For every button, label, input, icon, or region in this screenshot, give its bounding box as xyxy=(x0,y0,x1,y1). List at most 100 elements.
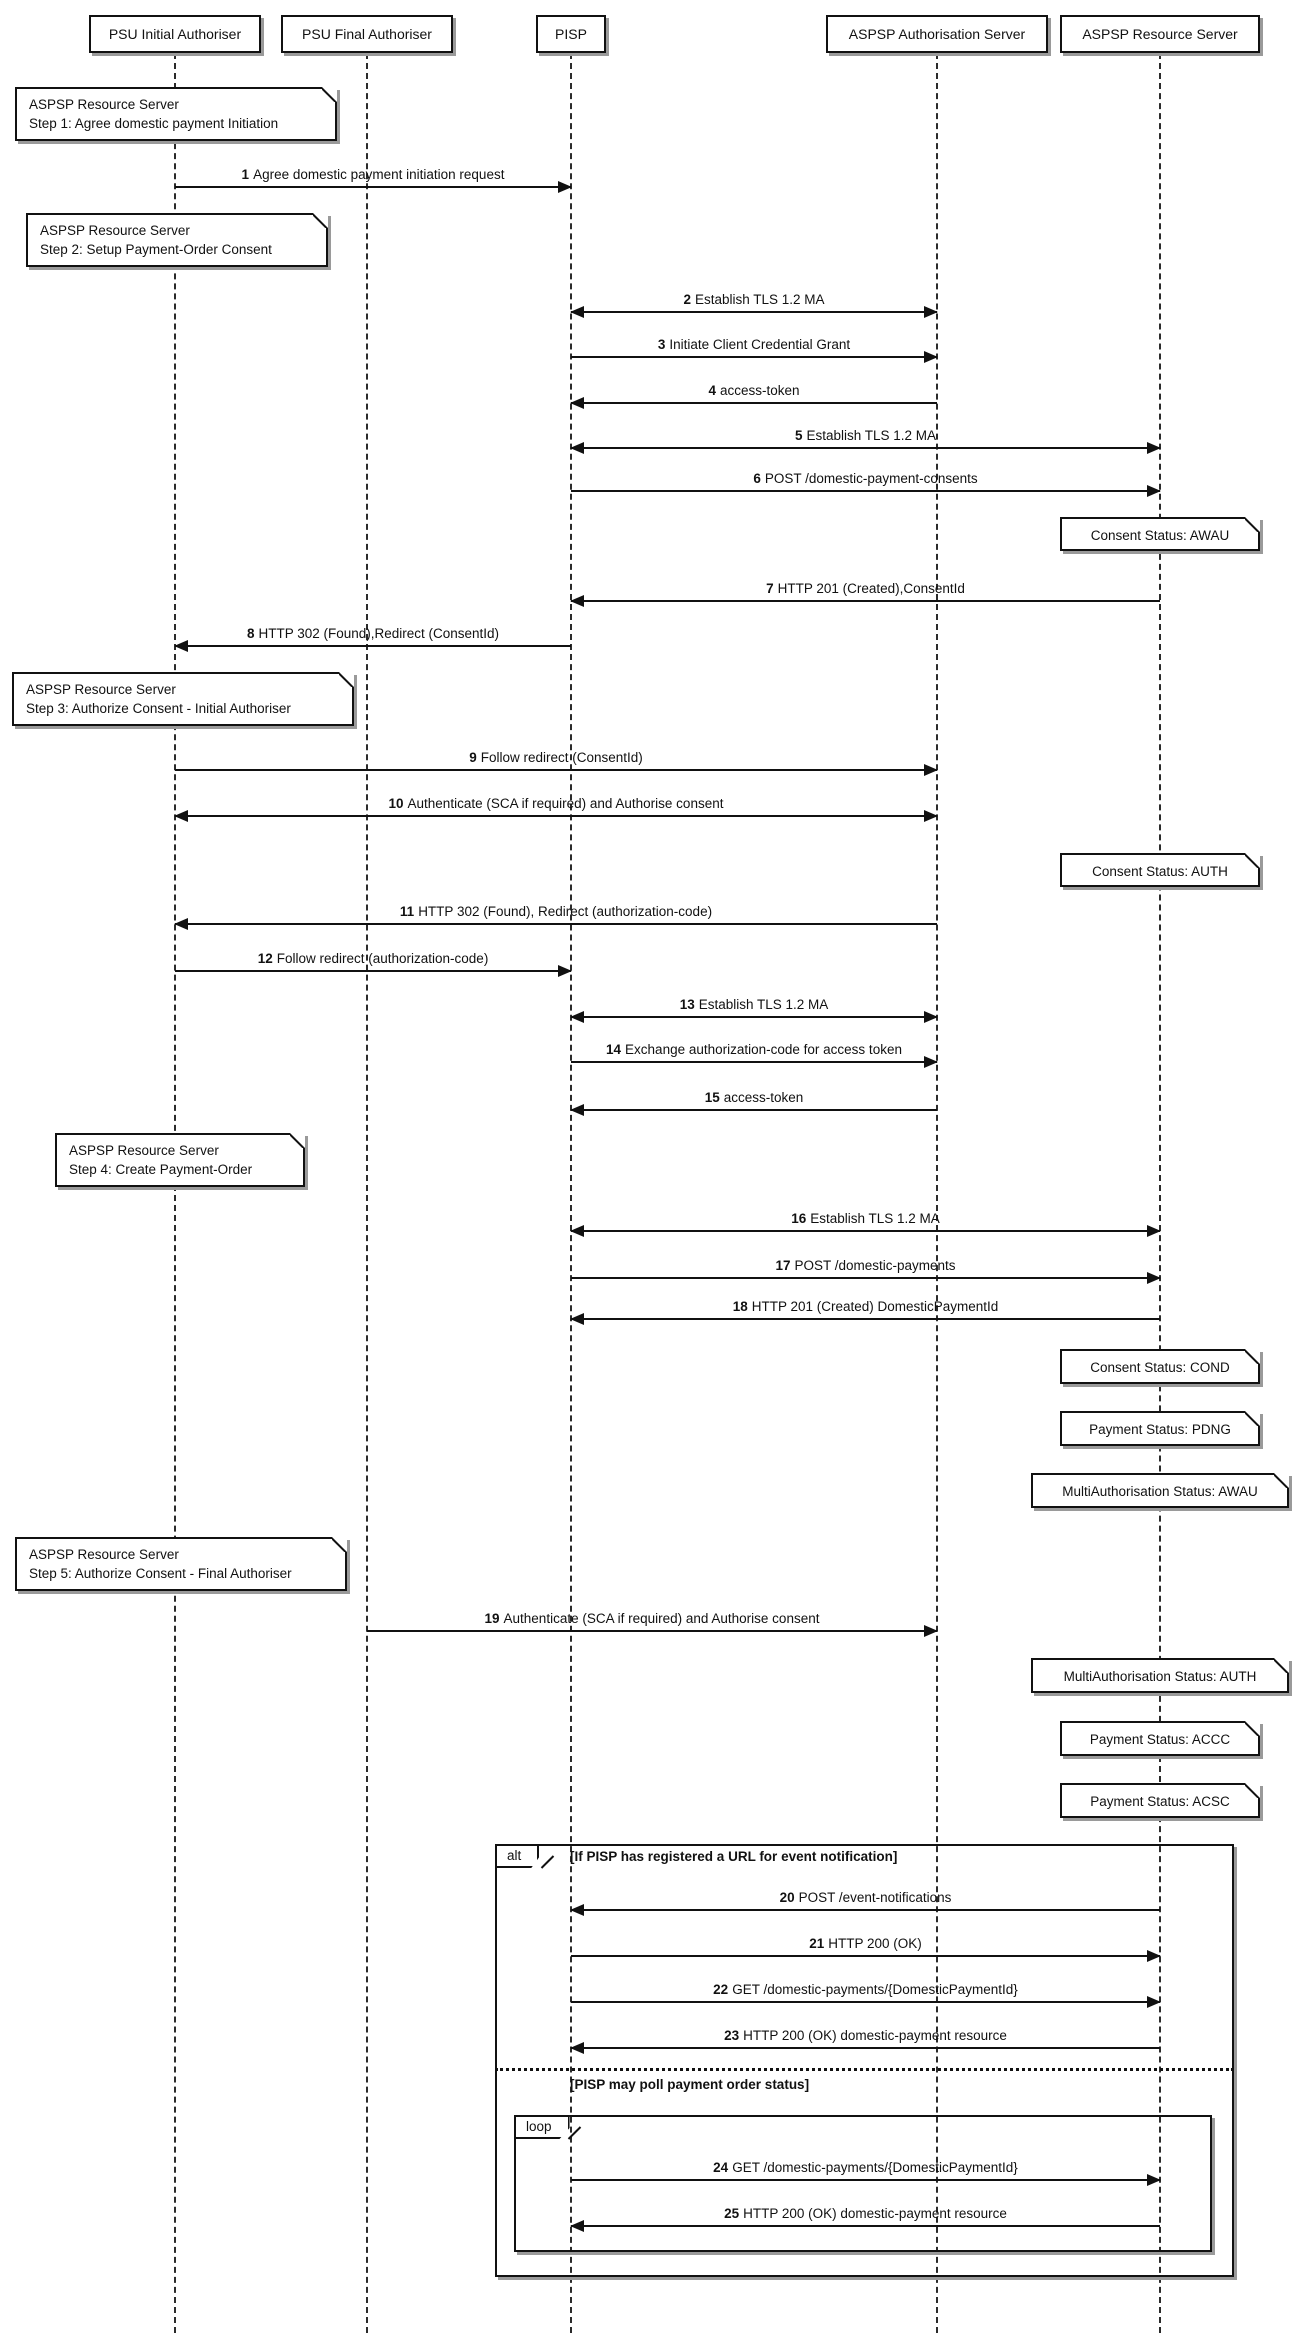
arrow-right-icon xyxy=(571,351,938,363)
note-payment-status-pdng: Payment Status: PDNG xyxy=(1060,1411,1260,1446)
note-fold-icon xyxy=(332,1537,347,1552)
note-step-2: ASPSP Resource Server Step 2: Setup Paym… xyxy=(26,213,328,267)
participant-aspsp-resource-server: ASPSP Resource Server xyxy=(1060,15,1260,53)
status-note-label: Consent Status: AWAU xyxy=(1090,528,1230,543)
alt-guard-2: [PISP may poll payment order status] xyxy=(570,2077,810,2092)
lifeline-psu-final-authoriser xyxy=(366,53,368,2333)
loop-frame-label-corner xyxy=(567,2126,582,2140)
arrow-right-icon xyxy=(571,485,1161,497)
alt-divider xyxy=(495,2068,1234,2071)
note-line2: Step 2: Setup Payment-Order Consent xyxy=(40,242,272,257)
arrow-left-icon xyxy=(570,2220,1160,2232)
participant-label: ASPSP Authorisation Server xyxy=(848,26,1026,42)
note-fold-icon xyxy=(1274,1473,1289,1488)
note-step-4: ASPSP Resource Server Step 4: Create Pay… xyxy=(55,1133,305,1187)
note-fold-icon xyxy=(290,1133,305,1148)
arrow-left-icon xyxy=(570,1104,937,1116)
note-line1: ASPSP Resource Server xyxy=(40,223,190,238)
arrow-both-icon xyxy=(570,1225,1161,1237)
note-step-1: ASPSP Resource Server Step 1: Agree dome… xyxy=(15,87,337,141)
note-consent-status-auth: Consent Status: AUTH xyxy=(1060,853,1260,887)
status-note-label: MultiAuthorisation Status: AWAU xyxy=(1062,1484,1258,1499)
arrow-both-icon xyxy=(570,306,938,318)
note-fold-icon xyxy=(313,213,328,228)
note-line1: ASPSP Resource Server xyxy=(69,1143,219,1158)
note-payment-status-acsc: Payment Status: ACSC xyxy=(1060,1783,1260,1818)
arrow-right-icon xyxy=(175,965,572,977)
arrow-left-icon xyxy=(174,640,571,652)
note-fold-icon xyxy=(1245,517,1260,532)
note-fold-icon xyxy=(1245,1783,1260,1798)
arrow-left-icon xyxy=(570,2042,1160,2054)
status-note-label: Payment Status: PDNG xyxy=(1089,1422,1231,1437)
status-note-label: Consent Status: COND xyxy=(1090,1360,1230,1375)
note-line2: Step 3: Authorize Consent - Initial Auth… xyxy=(26,701,291,716)
status-note-label: MultiAuthorisation Status: AUTH xyxy=(1063,1669,1257,1684)
status-note-label: Payment Status: ACSC xyxy=(1090,1794,1230,1809)
alt-frame: alt xyxy=(495,1844,1234,2277)
participant-pisp: PISP xyxy=(536,15,606,53)
arrow-right-icon xyxy=(571,1996,1161,2008)
status-note-label: Payment Status: ACCC xyxy=(1089,1732,1231,1747)
arrow-both-icon xyxy=(570,1011,938,1023)
participant-psu-initial-authoriser: PSU Initial Authoriser xyxy=(89,15,261,53)
note-line1: ASPSP Resource Server xyxy=(29,97,179,112)
arrow-left-icon xyxy=(570,1904,1160,1916)
participant-label: ASPSP Resource Server xyxy=(1082,26,1238,42)
arrow-right-icon xyxy=(175,764,938,776)
arrow-left-icon xyxy=(570,1313,1160,1325)
lifeline-pisp xyxy=(570,53,572,2333)
note-fold-icon xyxy=(1245,1349,1260,1364)
note-fold-icon xyxy=(322,87,337,102)
note-consent-status-cond: Consent Status: COND xyxy=(1060,1349,1260,1384)
note-line1: ASPSP Resource Server xyxy=(26,682,176,697)
note-fold-icon xyxy=(339,672,354,687)
arrow-right-icon xyxy=(571,1950,1161,1962)
note-fold-icon xyxy=(1245,853,1260,868)
note-consent-status-awau: Consent Status: AWAU xyxy=(1060,517,1260,551)
note-fold-icon xyxy=(1245,1721,1260,1736)
arrow-left-icon xyxy=(570,595,1160,607)
note-line1: ASPSP Resource Server xyxy=(29,1547,179,1562)
arrow-right-icon xyxy=(571,1272,1161,1284)
lifeline-psu-initial-authoriser xyxy=(174,53,176,2333)
alt-frame-label: alt xyxy=(495,1844,540,1868)
arrow-right-icon xyxy=(367,1625,938,1637)
note-multiauthorisation-status-auth: MultiAuthorisation Status: AUTH xyxy=(1031,1658,1289,1693)
participant-label: PISP xyxy=(555,26,587,42)
note-line2: Step 1: Agree domestic payment Initiatio… xyxy=(29,116,279,131)
loop-frame: loop xyxy=(514,2115,1212,2252)
note-fold-icon xyxy=(1274,1658,1289,1673)
alt-frame-label-corner xyxy=(540,1855,555,1869)
participant-aspsp-authorisation-server: ASPSP Authorisation Server xyxy=(826,15,1048,53)
participant-label: PSU Final Authoriser xyxy=(302,26,432,42)
lifeline-aspsp-resource-server xyxy=(1159,53,1161,2333)
arrow-right-icon xyxy=(175,181,572,193)
loop-frame-label: loop xyxy=(514,2115,570,2139)
note-payment-status-accc: Payment Status: ACCC xyxy=(1060,1721,1260,1756)
status-note-label: Consent Status: AUTH xyxy=(1092,864,1228,879)
participant-psu-final-authoriser: PSU Final Authoriser xyxy=(281,15,453,53)
note-step-3: ASPSP Resource Server Step 3: Authorize … xyxy=(12,672,354,726)
